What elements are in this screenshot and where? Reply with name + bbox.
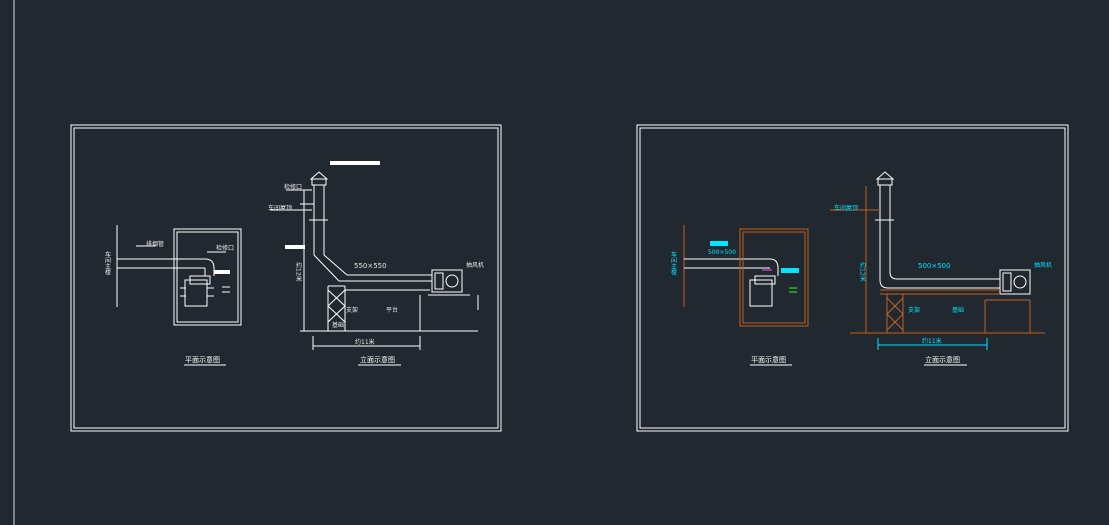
elevation-view-left <box>270 171 479 350</box>
elev-right-label-support: 支架 <box>908 306 920 314</box>
plan-tag-right-cyan <box>710 241 728 246</box>
plan-tag-left <box>214 270 230 274</box>
plan-label-inspection-port: 检修口 <box>216 244 234 252</box>
plan-right-duct-size: 500×500 <box>708 249 736 256</box>
title-plan-left: 平面示意图 <box>185 355 220 364</box>
elev-dim-length: 约11米 <box>355 338 375 346</box>
elev-tag-top-left <box>330 161 380 165</box>
plan-view-right <box>683 225 809 327</box>
elev-label-workshop-roof: 车间屋顶 <box>268 204 292 212</box>
plan-right-label-main-building: 车间主楼 <box>670 250 677 276</box>
elev-right-label-foundation: 基础 <box>952 306 964 314</box>
sheet-left-outer-border <box>70 124 502 432</box>
title-elevation-left: 立面示意图 <box>360 355 395 364</box>
plan-label-main-building: 车间主楼 <box>104 250 111 276</box>
elev-right-label-fan: 抽风机 <box>1034 261 1052 269</box>
plan-tag-right-cyan-2 <box>781 268 799 273</box>
sheet-right[interactable]: 500×500 车间主楼 <box>636 124 1069 432</box>
elev-label-fan: 抽风机 <box>466 261 484 269</box>
title-plan-right: 平面示意图 <box>751 355 786 364</box>
elev-right-dim-length: 约11米 <box>922 337 942 345</box>
elev-right-duct-size: 500×500 <box>918 262 951 270</box>
elev-tag-side-left <box>285 245 305 249</box>
elev-label-support: 支架 <box>346 306 358 314</box>
sheet-right-inner-border <box>639 127 1066 429</box>
sheet-right-outer-border <box>636 124 1069 432</box>
plan-view-left <box>116 225 242 326</box>
sheet-left-inner-border <box>73 127 499 429</box>
plan-label-smoke-pipe: 排烟管 <box>146 240 164 248</box>
elev-label-duct-size: 550×550 <box>354 262 387 270</box>
sheet-left[interactable]: 车间主楼 排烟管 检修口 <box>70 124 502 432</box>
title-elevation-right: 立面示意图 <box>925 355 960 364</box>
elev-dim-height: 约12米 <box>295 261 302 283</box>
elev-right-label-workshop-roof: 车间屋顶 <box>834 204 858 212</box>
elev-label-inspection-port: 检修口 <box>284 183 302 191</box>
elevation-view-right <box>830 171 1045 350</box>
elev-label-platform: 平台 <box>386 306 398 314</box>
elev-label-foundation: 基础 <box>332 321 344 329</box>
elev-right-dim-height: 约12米 <box>859 261 866 283</box>
